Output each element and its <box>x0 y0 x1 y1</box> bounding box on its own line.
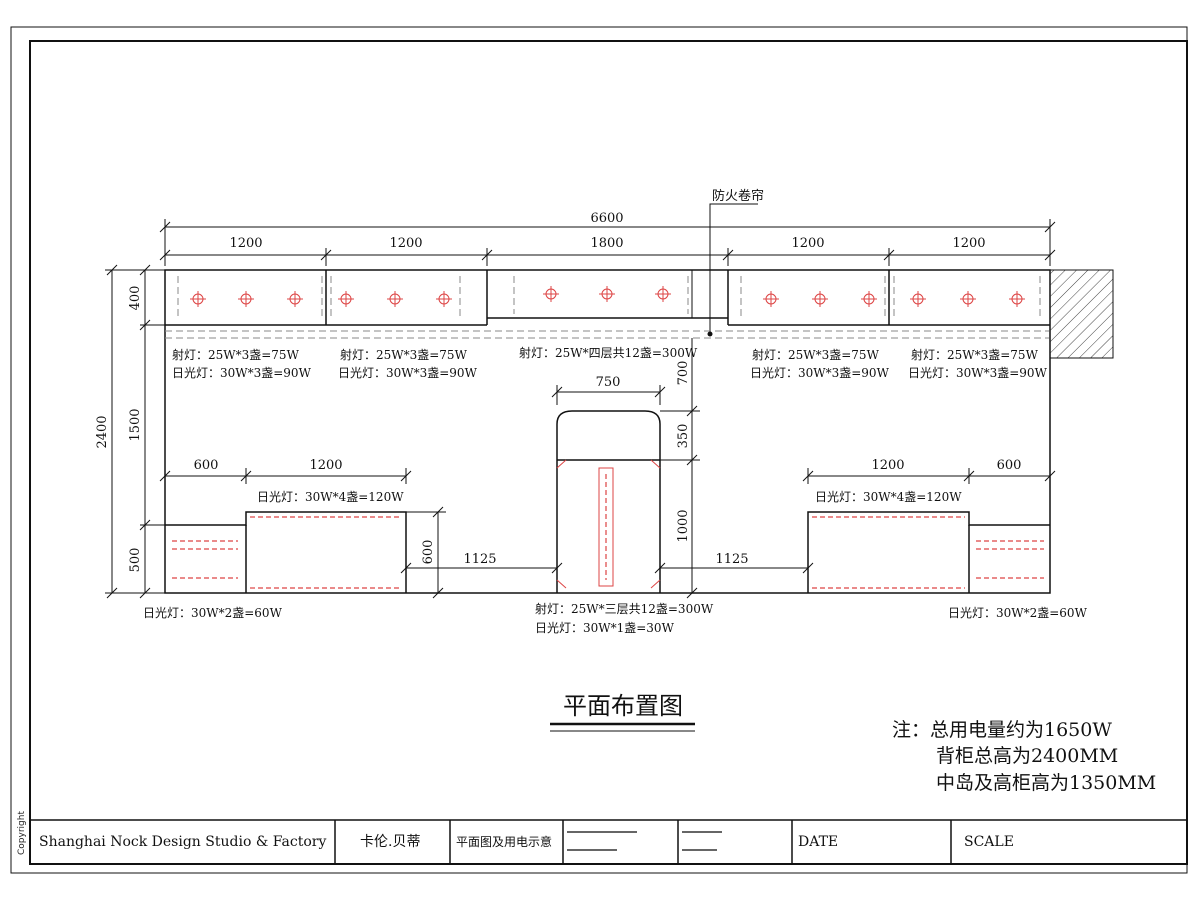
dim-island-700: 700 <box>676 361 691 386</box>
left-low-fluor-label: 日光灯：30W*4盏=120W <box>257 489 404 504</box>
dim-seg-3: 1800 <box>590 236 623 251</box>
dim-left-1200: 1200 <box>309 458 342 473</box>
dim-seg-1: 1200 <box>229 236 262 251</box>
dim-gap-right: 1125 <box>715 552 748 567</box>
dim-seg-2: 1200 <box>389 236 422 251</box>
fire-shutter-marker <box>707 331 713 337</box>
dim-left-1500: 1500 <box>128 408 143 441</box>
seg1-fluor-label: 日光灯：30W*3盏=90W <box>172 365 312 380</box>
title-block <box>30 819 1187 864</box>
left-dimensions <box>105 264 165 599</box>
company-name: Shanghai Nock Design Studio & Factory <box>39 834 326 850</box>
dim-left-600: 600 <box>194 458 219 473</box>
dim-island-1000: 1000 <box>676 509 691 542</box>
drawing-name: 平面图及用电示意 <box>456 834 552 849</box>
fire-shutter-label: 防火卷帘 <box>712 188 764 204</box>
seg3-spot-label: 射灯：25W*四层共12盏=300W <box>519 345 698 360</box>
seg5-spot-label: 射灯：25W*3盏=75W <box>911 347 1039 362</box>
island-spot-label: 射灯：25W*三层共12盏=300W <box>535 601 714 616</box>
remark-line-3: 中岛及高柜高为1350MM <box>936 772 1156 794</box>
right-low-fluor-label: 日光灯：30W*4盏=120W <box>815 489 962 504</box>
remark-line-1: 注：总用电量约为1650W <box>892 719 1112 741</box>
dim-total-height: 2400 <box>95 415 110 448</box>
dim-seg-4: 1200 <box>791 236 824 251</box>
seg5-fluor-label: 日光灯：30W*3盏=90W <box>908 365 1048 380</box>
shop-outline <box>164 269 1051 594</box>
spotlights-back <box>189 285 1026 308</box>
dim-left-low-height: 600 <box>421 540 436 565</box>
seg4-spot-label: 射灯：25W*3盏=75W <box>752 347 880 362</box>
dim-right-600: 600 <box>997 458 1022 473</box>
top-dimensions <box>159 219 1056 266</box>
date-label: DATE <box>798 834 838 850</box>
client-name: 卡伦.贝蒂 <box>360 834 420 850</box>
seg2-spot-label: 射灯：25W*3盏=75W <box>340 347 468 362</box>
title-block-fine-print <box>567 831 722 851</box>
fire-shutter-leader <box>709 203 758 334</box>
cabinet-dashed-lines <box>165 276 1050 339</box>
drawing-title: 平面布置图 <box>563 692 683 720</box>
remark-line-2: 背柜总高为2400MM <box>936 745 1118 767</box>
seg1-spot-label: 射灯：25W*3盏=75W <box>172 347 300 362</box>
hatched-column <box>1049 269 1114 359</box>
left-low-cabinets <box>165 511 407 593</box>
left-corner-fluor-label: 日光灯：30W*2盏=60W <box>143 605 283 620</box>
seg2-fluor-label: 日光灯：30W*3盏=90W <box>338 365 478 380</box>
left-low-lamps <box>172 516 402 589</box>
seg4-fluor-label: 日光灯：30W*3盏=90W <box>750 365 890 380</box>
copyright-label: Copyright <box>17 811 27 855</box>
back-cabinets <box>165 270 1050 326</box>
scale-label: SCALE <box>964 834 1014 850</box>
dim-island-350: 350 <box>676 424 691 449</box>
dim-total-width: 6600 <box>590 211 623 226</box>
dim-gap-left: 1125 <box>463 552 496 567</box>
sheet-inner-border <box>29 40 1188 865</box>
right-corner-fluor-label: 日光灯：30W*2盏=60W <box>948 605 1088 620</box>
island-dimensions <box>551 338 700 599</box>
dim-right-1200: 1200 <box>871 458 904 473</box>
right-low-dimensions <box>654 468 1056 574</box>
dim-seg-5: 1200 <box>952 236 985 251</box>
right-low-cabinets <box>807 511 1050 593</box>
island-cabinet <box>556 410 661 593</box>
island-lamps <box>556 459 661 589</box>
dim-island-width: 750 <box>596 375 621 390</box>
dim-left-400: 400 <box>128 286 143 311</box>
island-fluor-label: 日光灯：30W*1盏=30W <box>535 620 675 635</box>
right-low-lamps <box>812 516 1044 589</box>
left-low-dimensions <box>159 468 563 599</box>
dim-left-500: 500 <box>128 548 143 573</box>
